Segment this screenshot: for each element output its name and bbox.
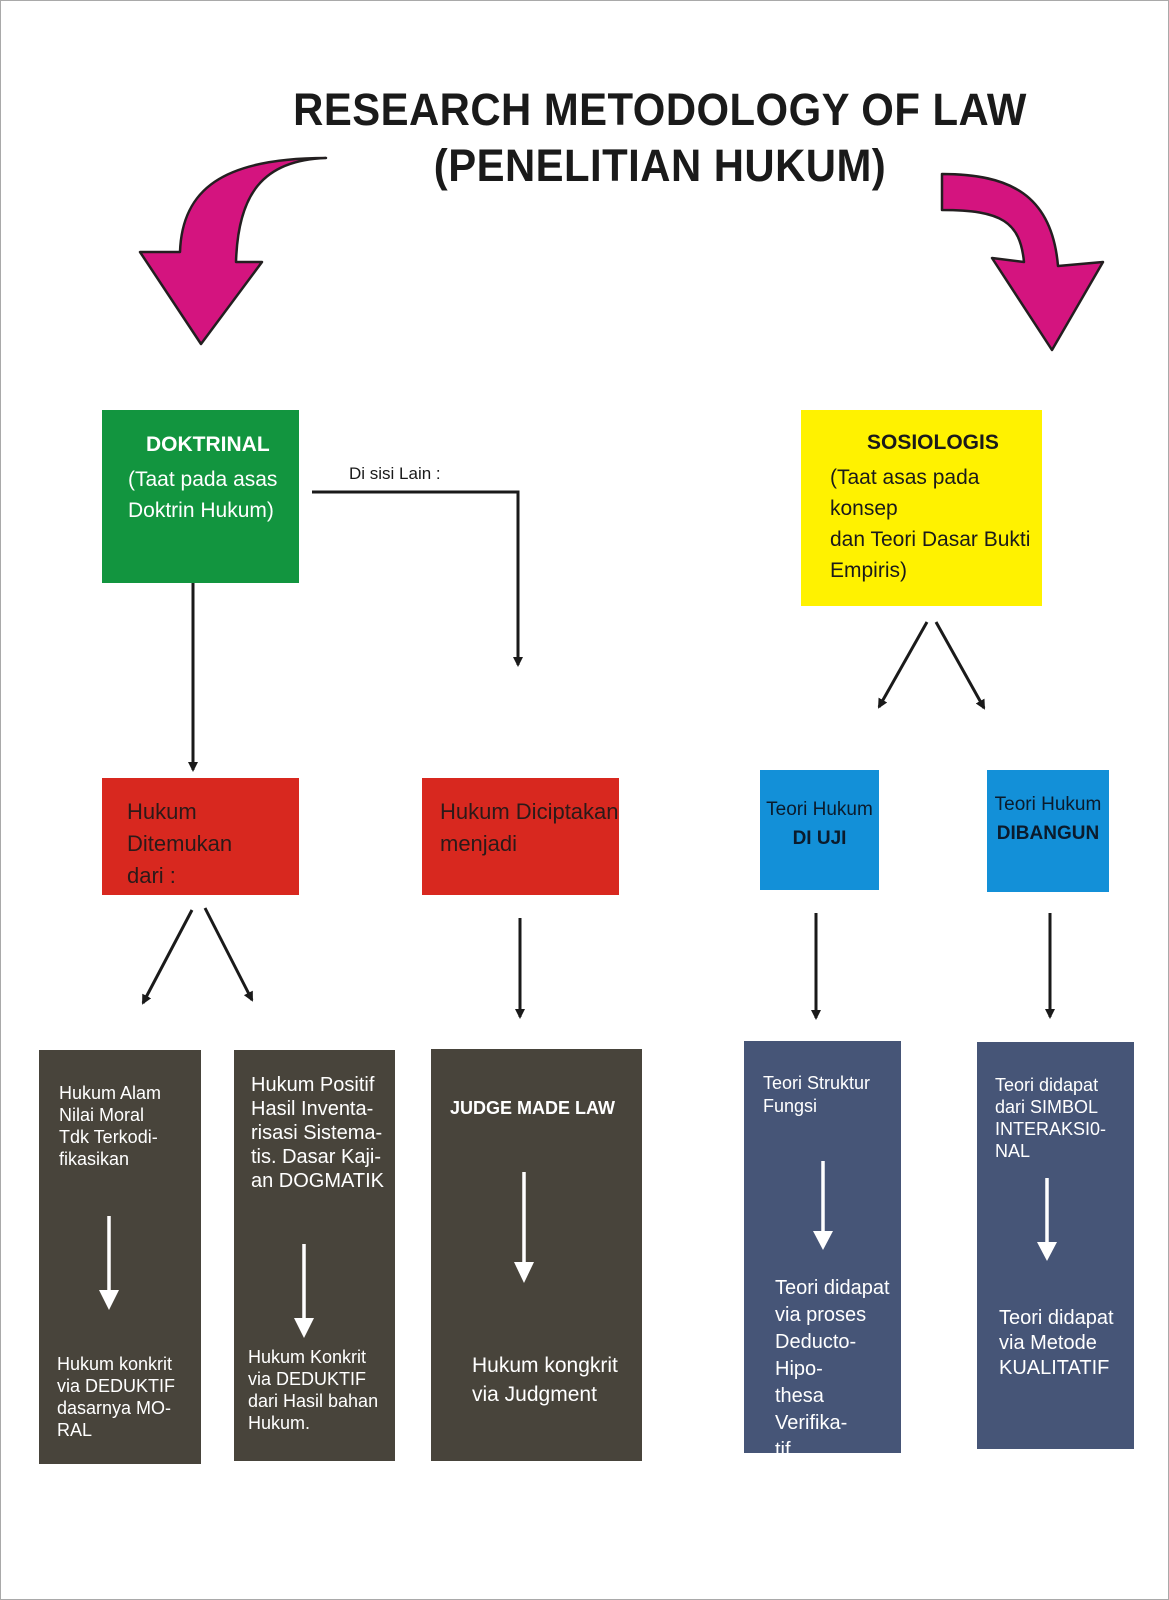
teori-diuji-line1: Teori Hukum: [766, 799, 873, 820]
teori-dibangun-line1: Teori Hukum: [994, 794, 1102, 815]
diagram-subtitle: (PENELITIAN HUKUM): [433, 140, 887, 191]
teori-diuji-line2: DI UJI: [792, 828, 847, 849]
doktrinal-heading: DOKTRINAL: [146, 433, 270, 456]
arrow-ditemukan-left: [141, 909, 194, 1005]
sosiologis-heading: SOSIOLOGIS: [867, 431, 999, 454]
arrow-sosiologis-right: [934, 621, 986, 710]
teori-simbol-box: Teori didapat dari SIMBOL INTERAKSI0- NA…: [977, 1042, 1134, 1449]
sosiologis-description: (Taat asas pada konsep dan Teori Dasar B…: [830, 466, 1031, 582]
down-arrow-icon: [1037, 1178, 1057, 1261]
arrow-doktrinal-to-diciptakan: [312, 490, 523, 667]
hukum-ditemukan-label: Hukum Ditemukan dari :: [127, 799, 233, 888]
arrow-sosiologis-left: [877, 621, 929, 709]
judge-made-law-title: JUDGE MADE LAW: [450, 1098, 616, 1118]
teori-dibangun-line2: DIBANGUN: [996, 823, 1100, 844]
curved-arrow-left: [138, 156, 328, 346]
teori-struktur-box: Teori Struktur Fungsi Teori didapat via …: [744, 1041, 901, 1461]
teori-dibangun-box: Teori Hukum DIBANGUN: [987, 770, 1109, 892]
down-arrow-icon: [99, 1216, 119, 1310]
hukum-alam-box: Hukum Alam Nilai Moral Tdk Terkodi- fika…: [39, 1050, 201, 1464]
hukum-positif-top-text: Hukum Positif Hasil Inventa- risasi Sist…: [251, 1074, 384, 1192]
teori-struktur-bottom-text: Teori didapat via proses Deducto-Hipo- t…: [775, 1277, 890, 1461]
down-arrow-icon: [514, 1172, 534, 1283]
doktrinal-box: DOKTRINAL (Taat pada asas Doktrin Hukum): [102, 410, 299, 583]
hukum-alam-bottom-text: Hukum konkrit via DEDUKTIF dasarnya MO- …: [57, 1354, 176, 1440]
arrow-ditemukan-right: [203, 907, 254, 1002]
hukum-positif-bottom-text: Hukum Konkrit via DEDUKTIF dari Hasil ba…: [248, 1347, 379, 1433]
hukum-diciptakan-label: Hukum Diciptakan menjadi: [440, 799, 619, 856]
doktrinal-description: (Taat pada asas Doktrin Hukum): [128, 468, 278, 522]
side-label: Di sisi Lain :: [349, 464, 441, 483]
teori-struktur-top-text: Teori Struktur Fungsi: [763, 1073, 871, 1116]
down-arrow-icon: [294, 1244, 314, 1338]
hukum-ditemukan-box: Hukum Ditemukan dari :: [102, 778, 299, 895]
judge-made-law-box: JUDGE MADE LAW Hukum kongkrit via Judgme…: [431, 1049, 642, 1461]
teori-diuji-box: Teori Hukum DI UJI: [760, 770, 879, 890]
hukum-diciptakan-box: Hukum Diciptakan menjadi: [422, 778, 619, 895]
judge-made-law-bottom-text: Hukum kongkrit via Judgment: [472, 1354, 618, 1406]
hukum-positif-box: Hukum Positif Hasil Inventa- risasi Sist…: [234, 1050, 395, 1461]
down-arrow-icon: [813, 1161, 833, 1250]
teori-simbol-bottom-text: Teori didapat via Metode KUALITATIF: [999, 1307, 1114, 1379]
hukum-alam-top-text: Hukum Alam Nilai Moral Tdk Terkodi- fika…: [59, 1083, 162, 1169]
diagram-title: RESEARCH METODOLOGY OF LAW: [293, 84, 1027, 135]
sosiologis-box: SOSIOLOGIS (Taat asas pada konsep dan Te…: [801, 410, 1042, 606]
teori-simbol-top-text: Teori didapat dari SIMBOL INTERAKSI0- NA…: [995, 1075, 1107, 1161]
curved-arrow-right: [940, 172, 1105, 352]
